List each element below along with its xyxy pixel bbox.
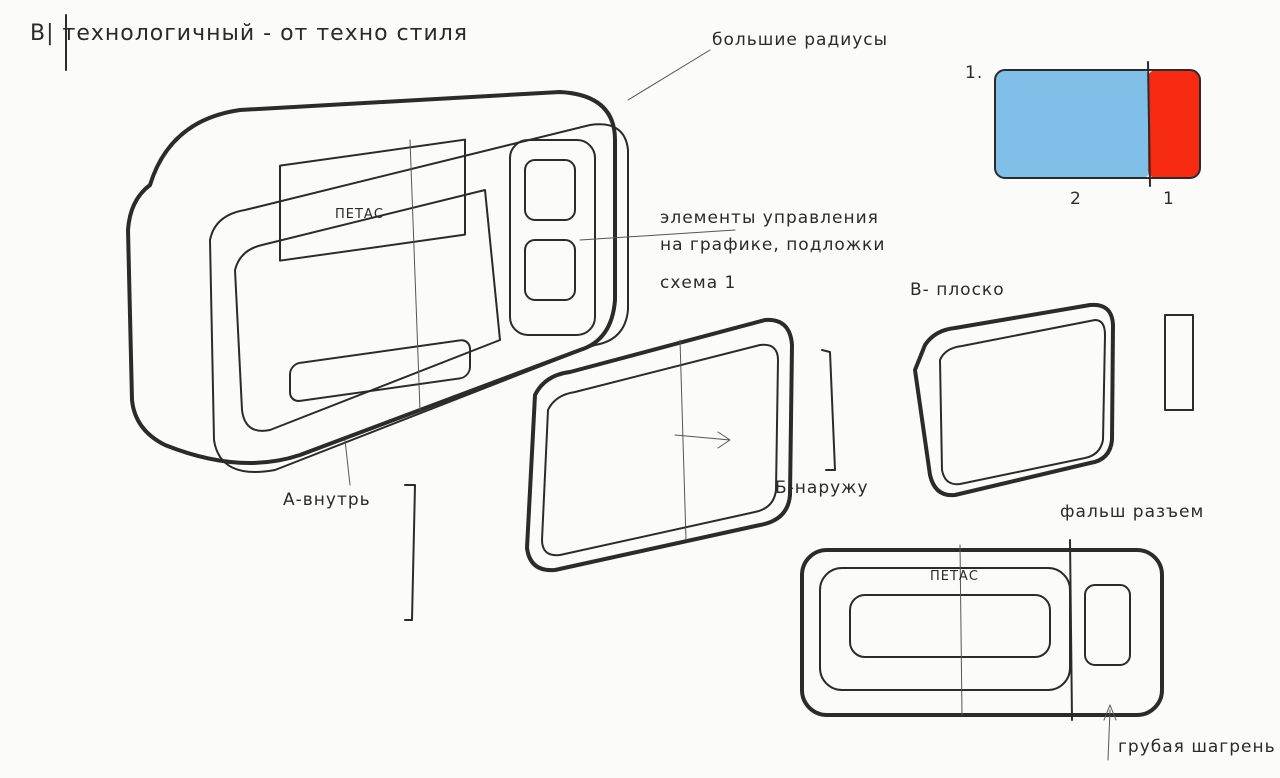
note-controls-3: схема 1 [660, 273, 736, 293]
arrow-big-radii [627, 49, 711, 101]
brand-label-front: ПЕТАС [930, 569, 979, 584]
note-variant-a: А-внутрь [283, 490, 371, 510]
color-zone-2-label: 2 [1070, 189, 1082, 209]
color-zone-1-label: 1 [1163, 189, 1175, 209]
color-zone-2 [995, 70, 1150, 178]
brand-label-a: ПЕТАС [335, 207, 384, 222]
note-controls-1: элементы управления [660, 208, 879, 228]
note-rough-texture: грубая шагрень [1118, 737, 1276, 757]
note-variant-v: В- плоско [910, 280, 1005, 300]
note-variant-b: Б-наружу [775, 478, 869, 498]
device-variant-a: ПЕТАС [126, 90, 629, 473]
note-big-radii: большие радиусы [712, 30, 888, 50]
arrow-variant-a [344, 439, 351, 486]
note-controls-2: на графике, подложки [660, 235, 885, 255]
color-scheme-label: 1. [965, 63, 983, 83]
device-variant-v [913, 302, 1194, 498]
arrow-rough-texture [1103, 704, 1117, 761]
device-variant-b [525, 317, 836, 573]
profile-a [404, 484, 416, 621]
note-fake-connector: фальш разъем [1060, 502, 1204, 522]
color-scheme: 1. 2 1 [965, 61, 1201, 209]
color-zone-1 [1148, 70, 1200, 178]
sketch-title: В| технологичный - от техно стиля [30, 21, 468, 46]
arrow-controls [579, 229, 736, 241]
device-front-view: ПЕТАС [800, 539, 1164, 721]
